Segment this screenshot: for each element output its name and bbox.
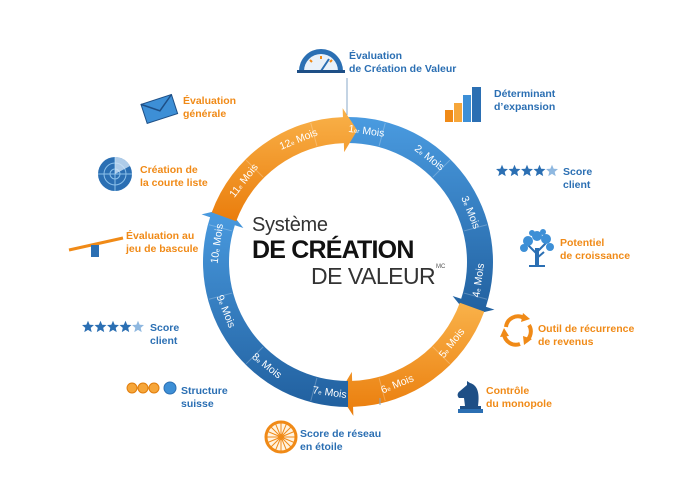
label-potentiel-1: Potentiel: [560, 237, 605, 249]
seesaw-icon: [68, 236, 124, 257]
star-mark: [82, 320, 94, 333]
label-recurrence-2: de revenus: [538, 336, 594, 348]
star-mark: [119, 320, 132, 333]
label-controle-1: Contrôle: [486, 385, 530, 397]
label-courte-liste-1: Création de: [140, 164, 198, 176]
label-score-right-2: client: [563, 179, 591, 191]
label-score-right-1: Score: [563, 166, 593, 178]
ring-arrow-segment: [338, 302, 485, 416]
ring-divider: [463, 292, 488, 300]
envelope-icon: [140, 93, 179, 124]
ring-arrow-segment: [201, 208, 348, 407]
star-mark: [546, 164, 558, 177]
stars-icon: [496, 164, 558, 177]
ring-divider: [208, 292, 233, 300]
label-controle-2: du monopole: [486, 398, 552, 410]
coins-icon: [126, 381, 177, 395]
label-eval-creation-2: de Création de Valeur: [349, 63, 457, 75]
star-mark: [94, 320, 107, 333]
wheel-icon: [264, 420, 298, 454]
star-mark: [107, 320, 119, 333]
label-eval-creation-1: Évaluation: [349, 50, 403, 62]
title-line-2: DE CRÉATION: [252, 236, 414, 264]
label-generale-1: Évaluation: [183, 95, 237, 107]
chess-knight-icon: [457, 381, 483, 413]
radar-icon: [98, 157, 132, 191]
star-mark: [496, 164, 508, 177]
ring-divider: [378, 122, 386, 147]
label-reseau-2: en étoile: [300, 441, 343, 453]
month-label: 7e Mois: [312, 384, 348, 401]
label-determinant-2: d’expansion: [494, 101, 556, 113]
title-line-3: DE VALEUR: [311, 263, 436, 289]
title-line-1: Système: [252, 214, 328, 236]
label-score-left-2: client: [150, 335, 178, 347]
ring-divider: [310, 377, 318, 402]
ring-divider: [432, 346, 451, 365]
star-mark: [533, 164, 546, 177]
month-label: 1er Mois: [348, 123, 386, 140]
gauge-icon: [297, 49, 345, 73]
ring-divider: [245, 346, 264, 365]
bar-chart-icon: [445, 87, 481, 122]
ring-divider: [245, 159, 264, 178]
label-generale-2: générale: [183, 108, 227, 120]
tree-icon: [520, 229, 554, 267]
ring-divider: [378, 377, 386, 402]
label-structure-2: suisse: [181, 398, 214, 410]
star-mark: [132, 320, 144, 333]
label-potentiel-2: de croissance: [560, 250, 631, 262]
ring-divider: [310, 122, 318, 147]
ring-divider: [463, 224, 488, 232]
label-structure-1: Structure: [181, 385, 228, 397]
stars-icon: [82, 320, 144, 333]
label-bascule-2: jeu de bascule: [126, 243, 199, 255]
label-recurrence-1: Outil de récurrence: [538, 323, 635, 335]
star-mark: [508, 164, 521, 177]
month-label: 10e Mois: [209, 223, 226, 264]
month-label: 8e Mois: [250, 351, 284, 382]
label-reseau-1: Score de réseau: [300, 428, 382, 440]
ring-arrow-segment: [211, 108, 358, 222]
star-mark: [521, 164, 533, 177]
trademark-mark: MC: [436, 264, 446, 270]
cycle-arrows-icon: [500, 313, 533, 347]
ring-divider: [208, 224, 233, 232]
label-courte-liste-2: la courte liste: [140, 177, 208, 189]
label-score-left-1: Score: [150, 322, 180, 334]
ring-divider: [432, 159, 451, 178]
label-bascule-1: Évaluation au: [126, 230, 195, 242]
label-determinant-1: Déterminant: [494, 88, 556, 100]
ring-arrow-segment: [348, 117, 495, 316]
month-label: 4e Mois: [470, 263, 487, 299]
